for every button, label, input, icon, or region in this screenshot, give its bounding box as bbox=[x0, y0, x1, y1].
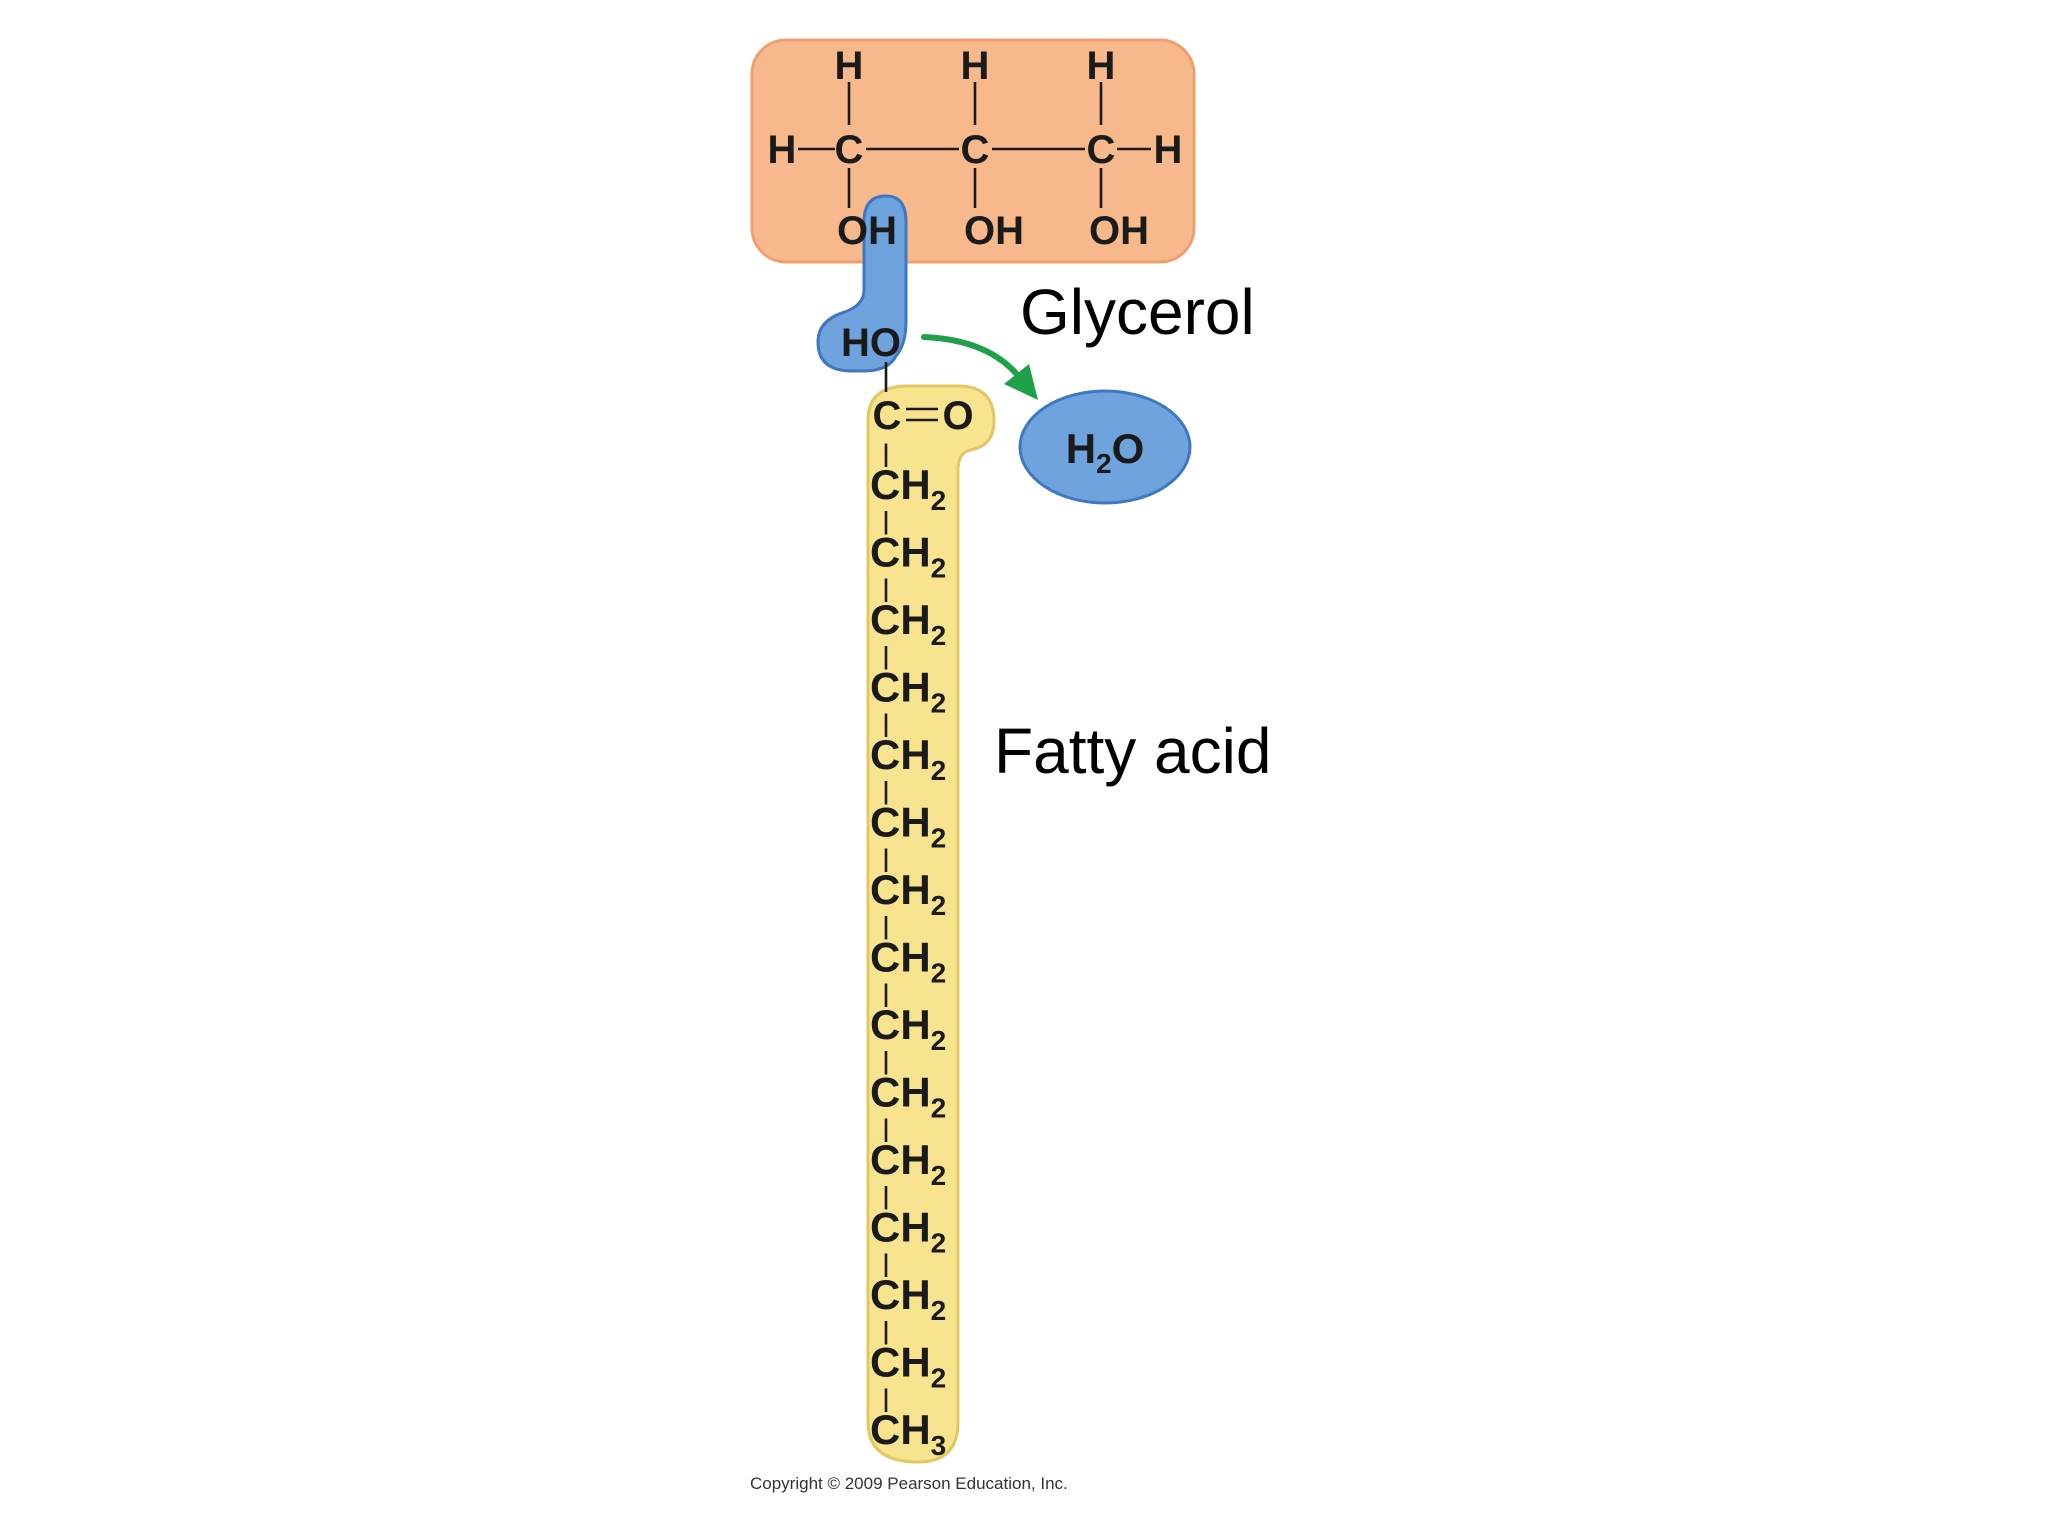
atom-h-right: H bbox=[1154, 128, 1183, 172]
chain-group-ch2: CH2 bbox=[870, 731, 946, 786]
water-label: H2O bbox=[1066, 425, 1145, 479]
atom-oh-3: OH bbox=[1089, 209, 1149, 253]
chain-group-ch2: CH2 bbox=[870, 1339, 946, 1394]
glycerol-atoms: H H H H C C C H OH OH OH bbox=[768, 44, 1183, 253]
fatty-acid-chain: CH2CH2CH2CH2CH2CH2CH2CH2CH2CH2CH2CH2CH2C… bbox=[870, 443, 946, 1461]
chain-group-ch2: CH2 bbox=[870, 1204, 946, 1259]
chain-group-ch2: CH2 bbox=[870, 664, 946, 719]
chain-group-ch3: CH3 bbox=[870, 1406, 946, 1461]
chain-group-ch2: CH2 bbox=[870, 934, 946, 989]
chain-group-ch2: CH2 bbox=[870, 596, 946, 651]
atom-oh-1: OH bbox=[837, 209, 897, 253]
chain-group-ch2: CH2 bbox=[870, 866, 946, 921]
water-molecule: H2O bbox=[1018, 389, 1192, 505]
chain-group-ch2: CH2 bbox=[870, 529, 946, 584]
atom-h-top-3: H bbox=[1087, 44, 1116, 88]
hydroxyl-group-shape bbox=[816, 194, 908, 373]
atom-h-top-1: H bbox=[835, 44, 864, 88]
fatty-acid-box bbox=[866, 384, 996, 1464]
chain-group-ch2: CH2 bbox=[870, 461, 946, 516]
reaction-arrow-icon bbox=[921, 334, 1038, 400]
carbonyl-group: C O bbox=[873, 394, 974, 438]
atom-h-left: H bbox=[768, 128, 797, 172]
atom-c3: C bbox=[1087, 128, 1116, 172]
fatty-acid-label: Fatty acid bbox=[994, 715, 1271, 787]
glycerol-label: Glycerol bbox=[1020, 276, 1255, 348]
copyright-notice: Copyright © 2009 Pearson Education, Inc. bbox=[750, 1474, 1068, 1493]
chain-group-ch2: CH2 bbox=[870, 1069, 946, 1124]
atom-c1: C bbox=[835, 128, 864, 172]
chain-group-ch2: CH2 bbox=[870, 1271, 946, 1326]
chain-group-ch2: CH2 bbox=[870, 1001, 946, 1056]
hydroxyl-label: HO bbox=[841, 321, 901, 365]
glycerol-bonds bbox=[798, 82, 1151, 208]
carbonyl-oxygen: O bbox=[942, 394, 973, 438]
atom-oh-2: OH bbox=[964, 209, 1024, 253]
carbonyl-carbon: C bbox=[873, 394, 902, 438]
atom-c2: C bbox=[961, 128, 990, 172]
chain-group-ch2: CH2 bbox=[870, 799, 946, 854]
chain-group-ch2: CH2 bbox=[870, 1136, 946, 1191]
atom-h-top-2: H bbox=[961, 44, 990, 88]
glycerol-box bbox=[750, 38, 1196, 264]
